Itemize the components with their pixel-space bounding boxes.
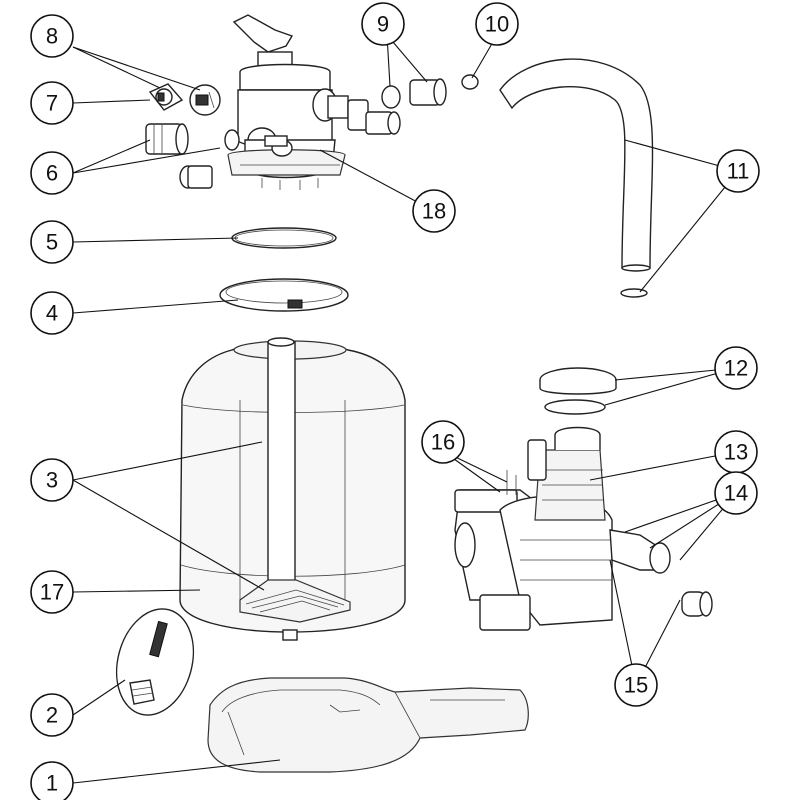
callout-9: 9 xyxy=(361,2,405,46)
callout-label: 8 xyxy=(46,24,58,49)
part-o-ring xyxy=(231,227,337,249)
part-hose xyxy=(499,58,654,298)
callout-label: 9 xyxy=(377,12,389,37)
part-unions xyxy=(145,123,240,189)
callout-label: 15 xyxy=(624,673,648,698)
part-pressure-gauge xyxy=(148,83,221,116)
part-pump xyxy=(454,367,713,631)
callout-label: 3 xyxy=(46,468,58,493)
callout-label: 17 xyxy=(40,580,64,605)
callout-label: 10 xyxy=(485,12,509,37)
callout-label: 6 xyxy=(46,161,58,186)
part-adapter-washer xyxy=(381,74,479,109)
callout-label: 18 xyxy=(422,199,446,224)
callout-1: 1 xyxy=(30,761,74,800)
callout-17: 17 xyxy=(30,570,74,614)
part-base-stand xyxy=(207,677,529,773)
callout-label: 2 xyxy=(46,703,58,728)
part-valve-fittings xyxy=(327,95,401,135)
part-drain-plug xyxy=(115,608,195,716)
callout-12: 12 xyxy=(714,346,758,390)
callout-8: 8 xyxy=(30,14,74,58)
part-clamp-ring xyxy=(219,278,349,312)
callout-11: 11 xyxy=(716,149,760,193)
callout-18: 18 xyxy=(412,189,456,233)
callout-label: 1 xyxy=(46,771,58,796)
callout-label: 11 xyxy=(727,159,750,184)
callout-14: 14 xyxy=(714,471,758,515)
callout-7: 7 xyxy=(30,81,74,125)
callout-6: 6 xyxy=(30,151,74,195)
callout-10: 10 xyxy=(475,2,519,46)
callout-15: 15 xyxy=(614,663,658,707)
callout-5: 5 xyxy=(30,220,74,264)
callout-3: 3 xyxy=(30,458,74,502)
callout-4: 4 xyxy=(30,291,74,335)
callout-label: 5 xyxy=(46,230,58,255)
callout-label: 16 xyxy=(431,430,455,455)
callout-label: 14 xyxy=(724,481,748,506)
part-standpipe-laterals xyxy=(239,337,351,623)
callout-label: 13 xyxy=(724,440,748,465)
callout-label: 7 xyxy=(46,91,58,116)
callout-label: 4 xyxy=(46,301,58,326)
callout-2: 2 xyxy=(30,693,74,737)
callout-13: 13 xyxy=(714,430,758,474)
callout-16: 16 xyxy=(421,420,465,464)
callout-label: 12 xyxy=(724,356,748,381)
